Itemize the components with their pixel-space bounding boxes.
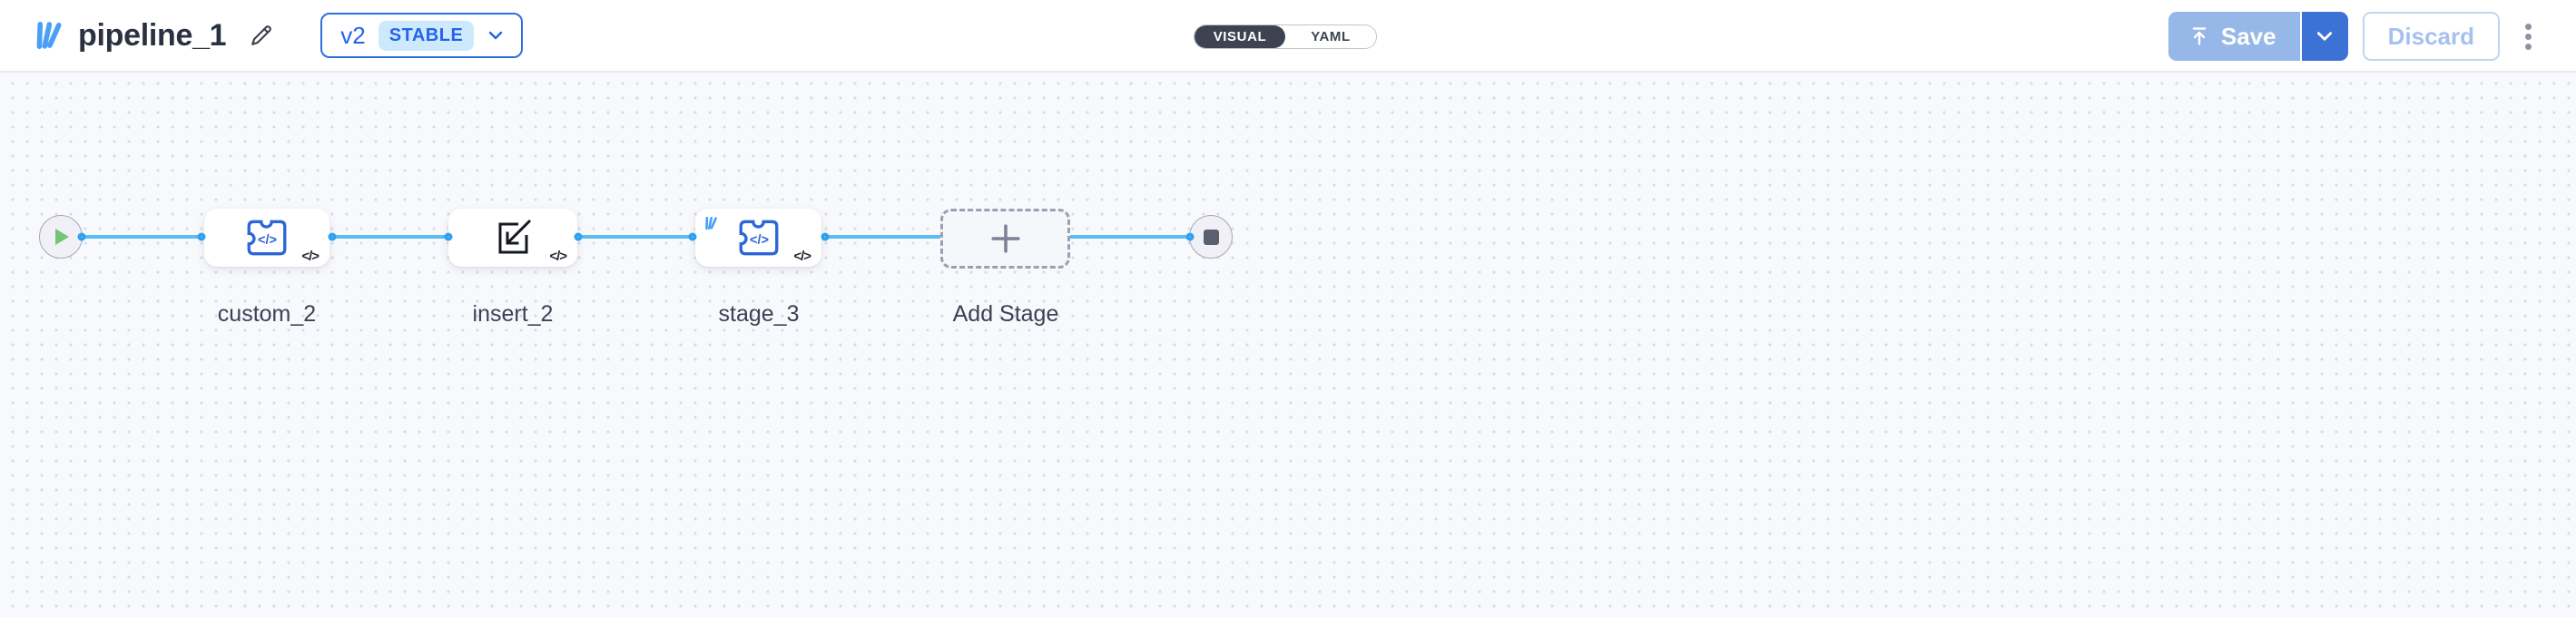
port[interactable]: [444, 232, 453, 241]
stage-label: stage_3: [718, 301, 800, 327]
stage-node-insert_2[interactable]: </>: [448, 209, 577, 267]
upload-icon: [2192, 27, 2207, 45]
svg-text:</>: </>: [258, 233, 277, 248]
version-selector[interactable]: v2 STABLE: [320, 13, 524, 58]
port[interactable]: [77, 232, 86, 241]
save-options-button[interactable]: [2299, 12, 2348, 61]
chevron-down-icon: [2317, 32, 2333, 41]
page-title: pipeline_1: [78, 17, 227, 53]
port[interactable]: [574, 232, 583, 241]
pipeline-start-node[interactable]: [39, 215, 83, 259]
library-logo-icon: [705, 216, 717, 230]
save-label: Save: [2220, 22, 2276, 50]
edge: [825, 235, 943, 239]
stage-label: insert_2: [472, 301, 554, 327]
edge: [1067, 235, 1190, 239]
port[interactable]: [688, 232, 697, 241]
tab-yaml[interactable]: YAML: [1285, 25, 1376, 48]
edge: [332, 235, 448, 239]
code-badge: </>: [549, 249, 567, 264]
plus-icon: [990, 224, 1020, 253]
kebab-dot: [2524, 43, 2532, 50]
port[interactable]: [821, 232, 830, 241]
play-icon: [55, 229, 69, 245]
kebab-dot: [2524, 33, 2532, 40]
stop-icon: [1203, 229, 1219, 245]
import-icon: [498, 219, 532, 254]
port[interactable]: [1185, 232, 1195, 241]
kebab-dot: [2524, 23, 2532, 30]
discard-button[interactable]: Discard: [2362, 12, 2500, 61]
add-stage-button[interactable]: [940, 209, 1070, 269]
code-badge: </>: [793, 249, 811, 264]
edge: [82, 235, 202, 239]
edge: [578, 235, 693, 239]
top-bar: pipeline_1 v2 STABLE VISUAL YAML Save: [0, 0, 2576, 73]
pencil-icon: [251, 25, 272, 45]
pipeline-end-node[interactable]: [1189, 215, 1233, 259]
view-mode-toggle: VISUAL YAML: [1194, 24, 1377, 49]
rename-pipeline-button[interactable]: [246, 20, 277, 51]
svg-text:</>: </>: [749, 233, 768, 248]
puzzle-code-icon: </>: [247, 220, 287, 256]
library-logo-icon: [36, 22, 62, 49]
stage-node-custom_2[interactable]: </> </>: [204, 209, 329, 267]
puzzle-code-icon: </>: [739, 220, 778, 256]
tab-visual[interactable]: VISUAL: [1195, 25, 1285, 48]
save-split-button: Save: [2168, 12, 2348, 61]
pipeline-canvas[interactable]: </> </> </> </> </>: [0, 74, 2576, 617]
version-label: v2: [340, 21, 366, 49]
chevron-down-icon: [489, 31, 503, 40]
more-options-button[interactable]: [2514, 12, 2542, 61]
port[interactable]: [328, 232, 337, 241]
port[interactable]: [197, 232, 206, 241]
stage-node-stage_3[interactable]: </> </>: [695, 209, 821, 267]
stage-label: custom_2: [217, 301, 317, 327]
code-badge: </>: [301, 249, 320, 264]
version-status-badge: STABLE: [378, 20, 475, 51]
add-stage-label: Add Stage: [952, 301, 1059, 327]
save-button[interactable]: Save: [2168, 12, 2300, 61]
header-actions: Save Discard: [2168, 0, 2542, 73]
